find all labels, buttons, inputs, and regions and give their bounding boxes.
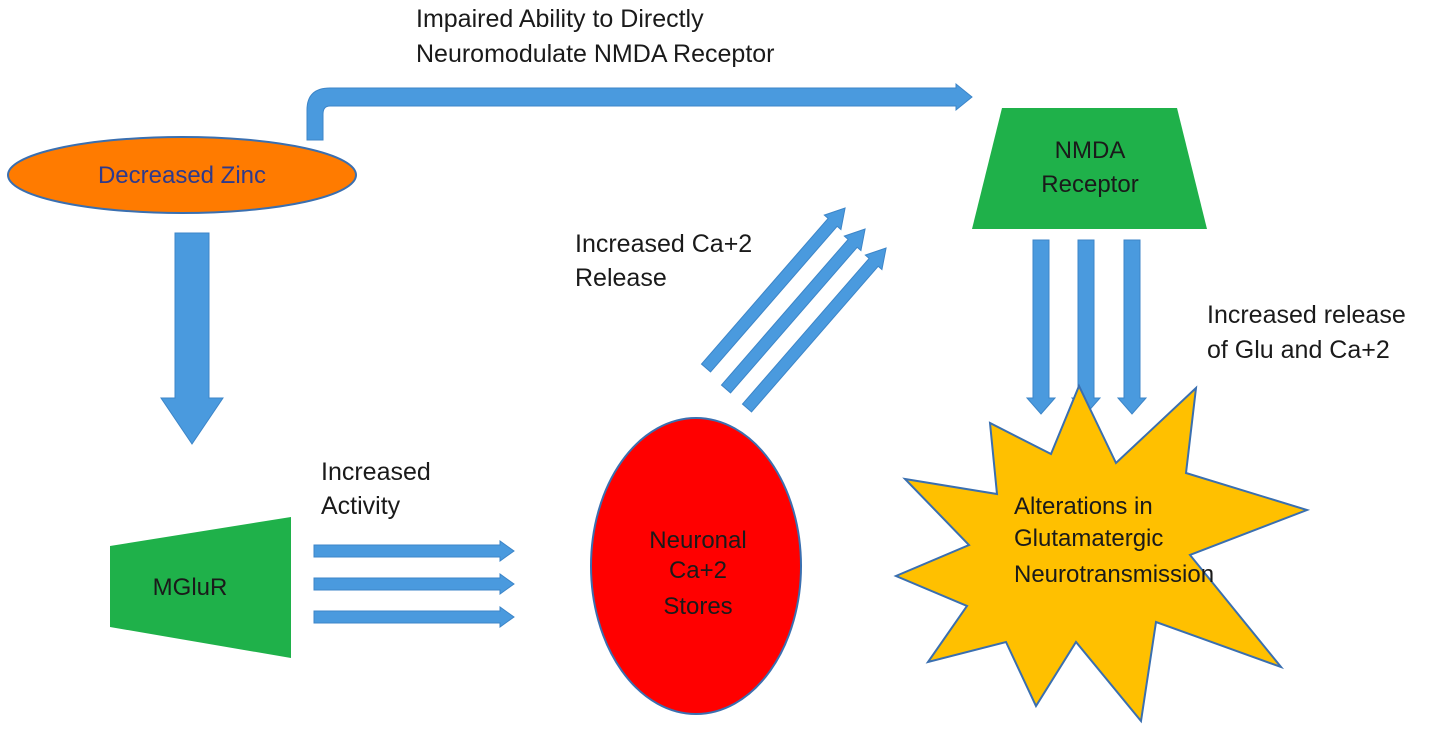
ca-release-arrow-1 [700,207,846,373]
increased-ca-release-label: Increased Ca+2 Release [575,230,752,292]
ca-release-label-line1: Increased Ca+2 [575,230,752,258]
increased-activity-label: Increased Activity [321,458,431,520]
glu-arrow-2 [1070,239,1102,415]
decreased-zinc-node: Decreased Zinc [7,136,357,214]
mglur-shape [110,517,291,658]
alterations-node: Alterations in Glutamatergic Neurotransm… [893,383,1311,724]
neuronal-ca-stores-ellipse [590,417,802,715]
neuronal-ca-stores-node: Neuronal Ca+2 Stores [590,417,802,715]
activity-label-line1: Increased [321,458,431,486]
alterations-star [893,383,1311,724]
nmda-receptor-shape [972,108,1207,229]
decreased-zinc-ellipse [7,136,357,214]
impaired-label-line2: Neuromodulate NMDA Receptor [416,40,775,68]
nmda-receptor-node: NMDA Receptor [972,108,1207,229]
glu-release-label-line1: Increased release [1207,301,1406,329]
glu-release-label-line2: of Glu and Ca+2 [1207,336,1390,364]
stores-label-line2: Ca+2 [669,557,727,584]
zinc-to-mglur-arrow [160,232,224,445]
nmda-label-line2: Receptor [1041,171,1138,198]
increased-glu-release-label: Increased release of Glu and Ca+2 [1207,301,1406,364]
ca-release-arrows [700,207,887,413]
nmda-label-line1: NMDA [1055,137,1126,164]
activity-arrow-2 [313,573,515,595]
increased-activity-arrows [313,540,515,628]
alterations-label-line2: Glutamatergic [1014,525,1163,552]
stores-label-line1: Neuronal [649,527,746,554]
ca-release-arrow-3 [741,247,887,413]
glu-arrow-3 [1116,239,1148,415]
decreased-zinc-label: Decreased Zinc [98,162,266,189]
activity-arrow-3 [313,606,515,628]
impaired-ability-label: Impaired Ability to Directly Neuromodula… [416,5,775,68]
activity-arrow-1 [313,540,515,562]
activity-label-line2: Activity [321,492,401,520]
alterations-label-line1: Alterations in [1014,493,1153,520]
glu-ca-release-arrows [1025,239,1148,415]
stores-label-line3: Stores [663,593,732,620]
alterations-label-line3: Neurotransmission [1014,561,1214,588]
ca-release-arrow-2 [720,228,866,394]
impaired-neuromodulation-arrow [306,82,973,141]
glu-arrow-1 [1025,239,1057,415]
mglur-label: MGluR [153,574,228,601]
impaired-label-line1: Impaired Ability to Directly [416,5,704,33]
mglur-node: MGluR [110,517,291,658]
ca-release-label-line2: Release [575,264,667,292]
